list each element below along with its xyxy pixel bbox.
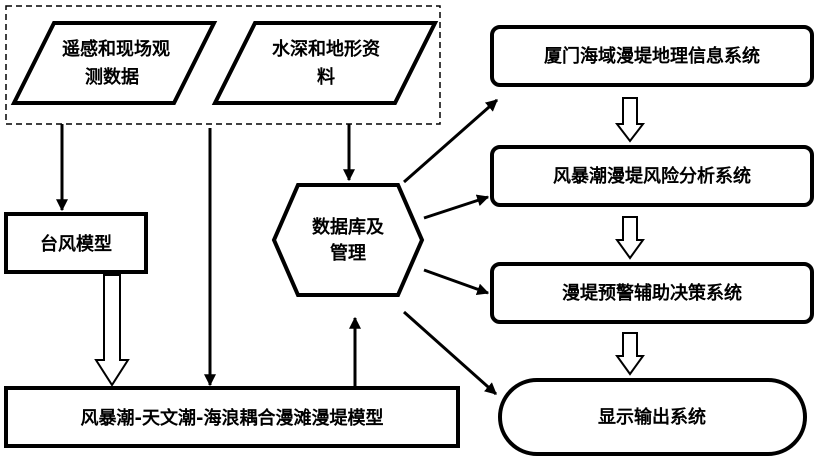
gis-system-node[interactable]: 厦门海域漫堤地理信息系统 (490, 25, 814, 87)
hollow-arrow-warning-to-display (615, 332, 645, 376)
typhoon-model-label: 台风模型 (40, 233, 112, 255)
remote-sensing-label-line1: 遥感和现场观 (62, 38, 170, 60)
bathymetry-label-line1: 水深和地形资 (272, 38, 380, 60)
hollow-arrow-risk-to-warning (615, 216, 645, 260)
remote-sensing-label-line2: 测数据 (85, 66, 139, 88)
arrow-database-to-warning (423, 268, 490, 295)
coupled-model-node[interactable]: 风暴潮-天文潮-海浪耦合漫滩漫堤模型 (4, 386, 460, 448)
coupled-model-label: 风暴潮-天文潮-海浪耦合漫滩漫堤模型 (81, 407, 384, 429)
warning-decision-system-node[interactable]: 漫堤预警辅助决策系统 (490, 262, 814, 324)
database-label-line2: 管理 (330, 242, 366, 264)
display-output-system-label: 显示输出系统 (598, 406, 706, 428)
gis-system-label: 厦门海域漫堤地理信息系统 (544, 45, 760, 67)
risk-analysis-system-node[interactable]: 风暴潮漫堤风险分析系统 (490, 145, 814, 207)
arrow-database-to-risk (423, 194, 490, 220)
input-data-group (5, 5, 441, 125)
hollow-arrow-gis-to-risk (614, 97, 646, 143)
bathymetry-terrain-data-node[interactable]: 水深和地形资 料 (211, 21, 439, 105)
bathymetry-label-line2: 料 (317, 66, 335, 88)
warning-decision-system-label: 漫堤预警辅助决策系统 (562, 282, 742, 304)
typhoon-model-node[interactable]: 台风模型 (4, 212, 148, 274)
database-label-line1: 数据库及 (312, 216, 385, 238)
risk-analysis-system-label: 风暴潮漫堤风险分析系统 (553, 165, 751, 187)
arrow-database-to-gis (403, 98, 498, 184)
display-output-system-node[interactable]: 显示输出系统 (498, 378, 807, 456)
remote-sensing-data-node[interactable]: 遥感和现场观 测数据 (10, 21, 218, 105)
hollow-arrow-typhoon-to-coupled (94, 274, 130, 387)
arrow-database-to-display (403, 310, 497, 396)
database-management-node[interactable]: 数据库及 管理 (271, 183, 425, 297)
